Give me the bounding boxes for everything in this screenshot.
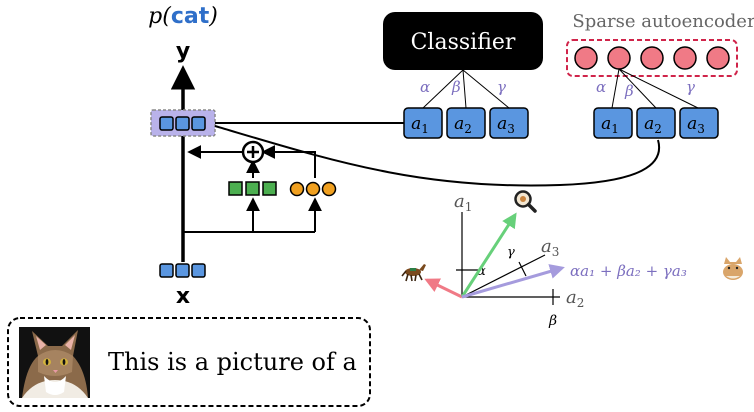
classifier-feature-a3: a3 [489, 107, 529, 139]
sae-weight-gamma: γ [686, 78, 695, 96]
svg-text:a3: a3 [497, 114, 515, 136]
classifier-feature-a2: a2 [446, 107, 486, 139]
horse-vector [424, 278, 463, 299]
angle-beta-label: β [548, 313, 557, 329]
angle-alpha-label: α [477, 264, 486, 279]
axis-a2-label: a2 [566, 287, 584, 310]
svg-text:a2: a2 [644, 114, 662, 136]
prompt-box [7, 317, 371, 407]
axis-a1-label: a1 [454, 191, 472, 214]
sae-latent-units [574, 46, 730, 70]
combination-vector [461, 264, 565, 299]
vector-space-plot: a1 a2 a3 α β γ αa₁ + βa₂ + γa₃ [401, 190, 743, 329]
svg-text:a3: a3 [687, 114, 705, 136]
angle-gamma-label: γ [507, 245, 515, 260]
magnifier-vector [460, 212, 517, 298]
classifier-box [383, 12, 543, 70]
green-layer-nodes [228, 181, 277, 196]
classifier-weight-beta: β [451, 78, 461, 96]
axis-a3-label: a3 [541, 236, 559, 259]
sae-weight-beta: β [624, 82, 634, 100]
magnifier-icon [514, 190, 537, 213]
input-variable-x: x [176, 284, 190, 309]
cat-photo [19, 327, 90, 398]
classifier-weight-gamma: γ [497, 78, 506, 96]
classifier-title: Classifier [411, 30, 516, 55]
sae-weight-alpha: α [596, 78, 606, 96]
sae-feature-a2: a2 [636, 107, 676, 139]
sae-feature-a3: a3 [679, 107, 719, 139]
sae-feature-a1: a1 [593, 107, 633, 139]
activation-to-sae-curve [214, 125, 661, 187]
classifier-weight-lines [422, 69, 510, 109]
sae-title: Sparse autoencoder [572, 11, 754, 32]
svg-text:a1: a1 [601, 114, 619, 136]
highlighted-activation-layer [150, 109, 216, 137]
classifier-weight-alpha: α [420, 78, 430, 96]
output-probability-label: p(cat) [148, 4, 218, 29]
classifier-feature-a1: a1 [403, 107, 443, 139]
axis-a3 [461, 254, 546, 298]
sum-node-icon [241, 140, 265, 164]
svg-text:a1: a1 [411, 114, 429, 136]
svg-text:a2: a2 [454, 114, 472, 136]
sae-weight-lines [611, 68, 699, 109]
prompt-text: This is a picture of a [108, 348, 357, 376]
input-layer-nodes [159, 263, 206, 278]
horse-icon [401, 264, 426, 282]
orange-layer-nodes [289, 181, 337, 197]
output-variable-y: y [176, 39, 190, 64]
combination-label: αa₁ + βa₂ + γa₃ [570, 262, 687, 280]
cat-icon [723, 257, 743, 280]
orange-to-sum-line [261, 145, 316, 178]
